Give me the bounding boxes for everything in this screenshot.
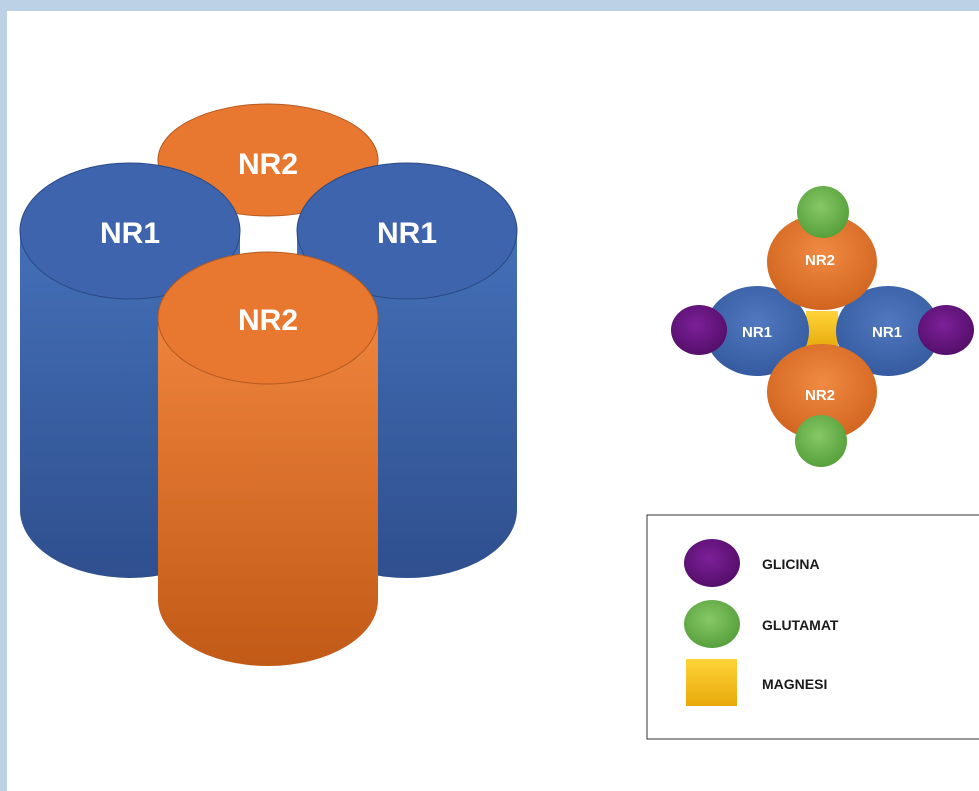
glicina-left	[671, 305, 727, 355]
top-view-nr1-right	[836, 286, 940, 376]
top-view-nr1-left	[705, 286, 809, 376]
legend-magnesi-swatch	[686, 659, 737, 706]
glutamat-top	[797, 186, 849, 238]
glicina-right	[918, 305, 974, 355]
glutamat-bottom	[795, 415, 847, 467]
top-label-nr2-top: NR2	[805, 252, 835, 269]
label-nr1-left: NR1	[100, 217, 160, 250]
top-view-receptor: NR1 NR1 NR2 NR2	[671, 186, 974, 467]
top-label-nr2-bottom: NR2	[805, 387, 835, 404]
legend-glutamat-swatch	[684, 600, 740, 648]
top-view-nr2-bottom	[767, 344, 877, 440]
legend-glicina-swatch	[684, 539, 740, 587]
legend: GLICINA GLUTAMAT MAGNESI	[646, 514, 979, 740]
legend-glicina-label: GLICINA	[762, 556, 820, 572]
legend-glutamat-label: GLUTAMAT	[762, 617, 839, 633]
cylinder-nr2-front: NR2	[157, 251, 379, 666]
top-label-nr1-right: NR1	[872, 324, 902, 341]
label-nr2-back: NR2	[238, 148, 298, 181]
top-view-nr2-top	[767, 214, 877, 310]
top-label-nr1-left: NR1	[742, 324, 772, 341]
legend-magnesi-label: MAGNESI	[762, 676, 827, 692]
label-nr2-front: NR2	[238, 304, 298, 337]
label-nr1-right: NR1	[377, 217, 437, 250]
magnesi-square	[806, 311, 838, 349]
